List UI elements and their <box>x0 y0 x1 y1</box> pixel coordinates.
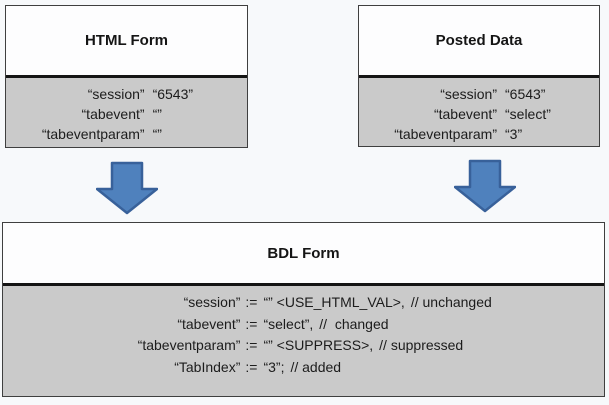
posted-data-box: Posted Data “session” “6543” “tabevent” … <box>358 5 600 147</box>
table-row: “tabeventparam” := “” <SUPPRESS>, // sup… <box>3 335 604 357</box>
table-row: “tabevent” “” <box>6 104 247 124</box>
posted-data-title: Posted Data <box>359 6 599 78</box>
field-value: “6543” <box>152 86 194 102</box>
bdl-form-box: BDL Form “session” := “” <USE_HTML_VAL>,… <box>2 222 605 397</box>
field-value: “” <USE_HTML_VAL>, <box>263 294 405 310</box>
table-row: “tabeventparam” “3” <box>359 124 599 144</box>
field-value: “3”; <box>263 358 285 375</box>
html-form-body: “session” “6543” “tabevent” “” “tabevent… <box>6 78 247 147</box>
field-comment: // suppressed <box>379 337 464 353</box>
field-value: “” <box>152 106 162 122</box>
field-name: “tabeventparam” <box>394 126 497 142</box>
table-row: “session” := “” <USE_HTML_VAL>, // uncha… <box>3 292 604 314</box>
field-name: “session” <box>183 294 241 310</box>
field-name: “session” <box>87 86 145 102</box>
html-form-box: HTML Form “session” “6543” “tabevent” “”… <box>5 5 248 148</box>
assign-operator: := <box>245 358 258 375</box>
table-row: “session” “6543” <box>6 84 247 104</box>
table-row: “session” “6543” <box>359 84 599 104</box>
table-row: “tabevent” “select” <box>359 104 599 124</box>
field-name: “tabevent” <box>177 315 241 332</box>
field-comment: // unchanged <box>410 294 492 310</box>
bdl-form-body: “session” := “” <USE_HTML_VAL>, // uncha… <box>3 286 604 396</box>
table-row: “TabIndex” := “3”; // added <box>3 357 604 379</box>
field-name: “tabevent” <box>433 106 497 122</box>
field-value: “” <SUPPRESS>, <box>263 337 374 353</box>
down-arrow-icon <box>454 159 516 213</box>
field-value: “3” <box>505 126 523 142</box>
assign-operator: := <box>245 337 258 353</box>
assign-operator: := <box>245 294 258 310</box>
field-value: “6543” <box>505 86 546 102</box>
html-form-title: HTML Form <box>6 6 247 78</box>
field-value: “select”, <box>263 315 314 332</box>
bdl-form-title: BDL Form <box>3 223 604 286</box>
field-name: “session” <box>440 86 497 102</box>
field-name: “tabevent” <box>81 106 145 122</box>
field-comment: // changed <box>319 315 389 332</box>
field-name: “tabeventparam” <box>137 337 241 353</box>
field-comment: // added <box>290 358 342 375</box>
table-row: “tabeventparam” “” <box>6 124 247 144</box>
assign-operator: := <box>245 315 258 332</box>
field-name: “TabIndex” <box>174 358 241 375</box>
down-arrow-icon <box>96 161 158 215</box>
field-value: “” <box>152 126 162 142</box>
table-row: “tabevent” := “select”, // changed <box>3 314 604 336</box>
field-value: “select” <box>505 106 551 122</box>
field-name: “tabeventparam” <box>41 126 145 142</box>
posted-data-body: “session” “6543” “tabevent” “select” “ta… <box>359 78 599 146</box>
